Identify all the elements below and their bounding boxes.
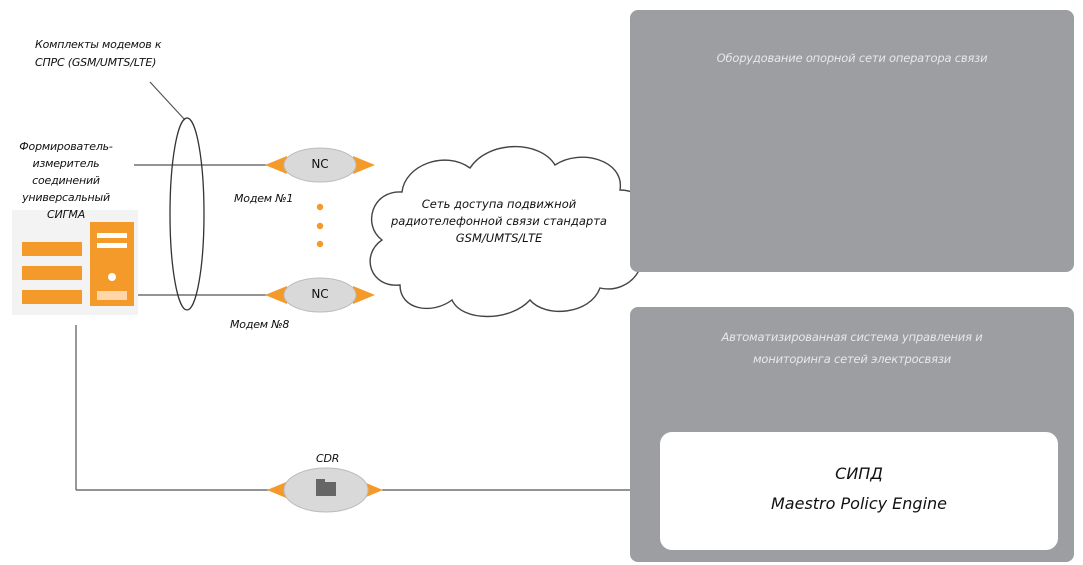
- cloud-text-line3: GSM/UMTS/LTE: [455, 231, 543, 245]
- sipd-box: СИПД Maestro Policy Engine: [660, 432, 1058, 550]
- modem-1-badge: NC: [311, 157, 329, 171]
- asu-panel-title-line1: Автоматизированная система управления и: [721, 330, 983, 344]
- modem-1-node: [265, 147, 375, 183]
- modem-kits-label-line1: Комплекты модемов к: [35, 38, 162, 51]
- server-slot-3: [22, 290, 82, 304]
- core-network-panel: Оборудование опорной сети оператора связ…: [630, 10, 1074, 272]
- sipd-subtitle: Maestro Policy Engine: [770, 494, 948, 513]
- modem-first-label: Модем №1: [234, 192, 294, 205]
- core-panel-title: Оборудование опорной сети оператора связ…: [716, 51, 988, 65]
- modem-8-node: [265, 277, 375, 313]
- cloud-text-line1: Сеть доступа подвижной: [421, 197, 577, 211]
- sipd-title: СИПД: [835, 464, 883, 483]
- dot-1: [316, 203, 324, 211]
- dot-3: [316, 240, 324, 248]
- cdr-node: [267, 467, 383, 513]
- modem-last-label: Модем №8: [230, 318, 290, 331]
- folder-icon: [316, 482, 336, 496]
- sigma-label-line4: универсальный: [22, 191, 110, 204]
- sigma-device: [12, 210, 138, 315]
- modem-bundle-ellipse: [169, 117, 205, 311]
- server-slot-1: [22, 242, 82, 256]
- gsm-cloud: [369, 145, 650, 318]
- sigma-label-line5: СИГМА: [46, 208, 86, 221]
- modem-8-badge: NC: [311, 287, 329, 301]
- sigma-label-line1: Формирователь-: [19, 140, 113, 153]
- bundle-pointer: [149, 81, 186, 121]
- asu-panel-title-line2: мониторинга сетей электросвязи: [752, 352, 952, 366]
- cdr-label: CDR: [316, 452, 340, 465]
- sigma-label-line2: измеритель: [32, 157, 100, 170]
- dot-2: [316, 222, 324, 230]
- server-slot-2: [22, 266, 82, 280]
- cloud-text-line2: радиотелефонной связи стандарта: [391, 214, 607, 228]
- modem-kits-label-line2: СПРС (GSM/UMTS/LTE): [35, 56, 157, 69]
- sigma-label-line3: соединений: [32, 174, 100, 187]
